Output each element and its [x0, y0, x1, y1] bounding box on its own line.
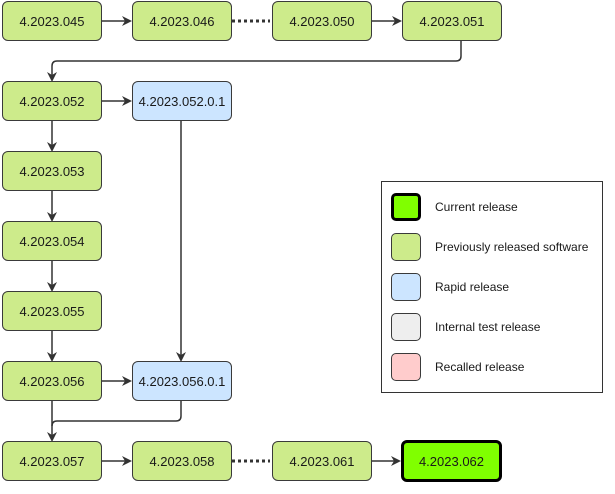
- node-4-2023-056[interactable]: 4.2023.056: [2, 361, 102, 401]
- legend-swatch-recalled: [391, 353, 421, 381]
- legend-item-recalled-release: Recalled release: [391, 352, 524, 382]
- node-4-2023-045[interactable]: 4.2023.045: [2, 1, 102, 41]
- node-4-2023-050[interactable]: 4.2023.050: [272, 1, 372, 41]
- legend-item-rapid-release: Rapid release: [391, 272, 509, 302]
- node-4-2023-051[interactable]: 4.2023.051: [402, 1, 502, 41]
- legend-label: Rapid release: [435, 280, 510, 294]
- edge-group: [47, 16, 462, 466]
- node-4-2023-055[interactable]: 4.2023.055: [2, 291, 102, 331]
- legend-item-current-release: Current release: [391, 192, 518, 222]
- node-4-2023-058[interactable]: 4.2023.058: [132, 441, 232, 481]
- legend-swatch-internal-test: [391, 313, 421, 341]
- legend-label: Current release: [435, 200, 518, 214]
- node-4-2023-061[interactable]: 4.2023.061: [272, 441, 372, 481]
- edge-056-0-1-to-057: [51, 401, 182, 427]
- node-4-2023-052-0-1[interactable]: 4.2023.052.0.1: [132, 81, 232, 121]
- legend-label: Internal test release: [435, 320, 541, 334]
- legend-label: Recalled release: [435, 360, 525, 374]
- legend-swatch-rapid: [391, 273, 421, 301]
- legend-item-internal-test-release: Internal test release: [391, 312, 540, 342]
- edge-051-to-052: [47, 41, 462, 82]
- node-4-2023-056-0-1[interactable]: 4.2023.056.0.1: [132, 361, 232, 401]
- node-4-2023-046[interactable]: 4.2023.046: [132, 1, 232, 41]
- node-4-2023-054[interactable]: 4.2023.054: [2, 221, 102, 261]
- node-4-2023-062[interactable]: 4.2023.062: [401, 440, 502, 482]
- legend-label: Previously released software: [435, 240, 589, 254]
- legend-item-previously-released: Previously released software: [391, 232, 588, 262]
- node-4-2023-057[interactable]: 4.2023.057: [2, 441, 102, 481]
- node-4-2023-052[interactable]: 4.2023.052: [2, 81, 102, 121]
- node-4-2023-053[interactable]: 4.2023.053: [2, 151, 102, 191]
- legend-swatch-previous: [391, 233, 421, 261]
- legend-swatch-current: [391, 193, 421, 221]
- legend-box: Current release Previously released soft…: [381, 181, 603, 393]
